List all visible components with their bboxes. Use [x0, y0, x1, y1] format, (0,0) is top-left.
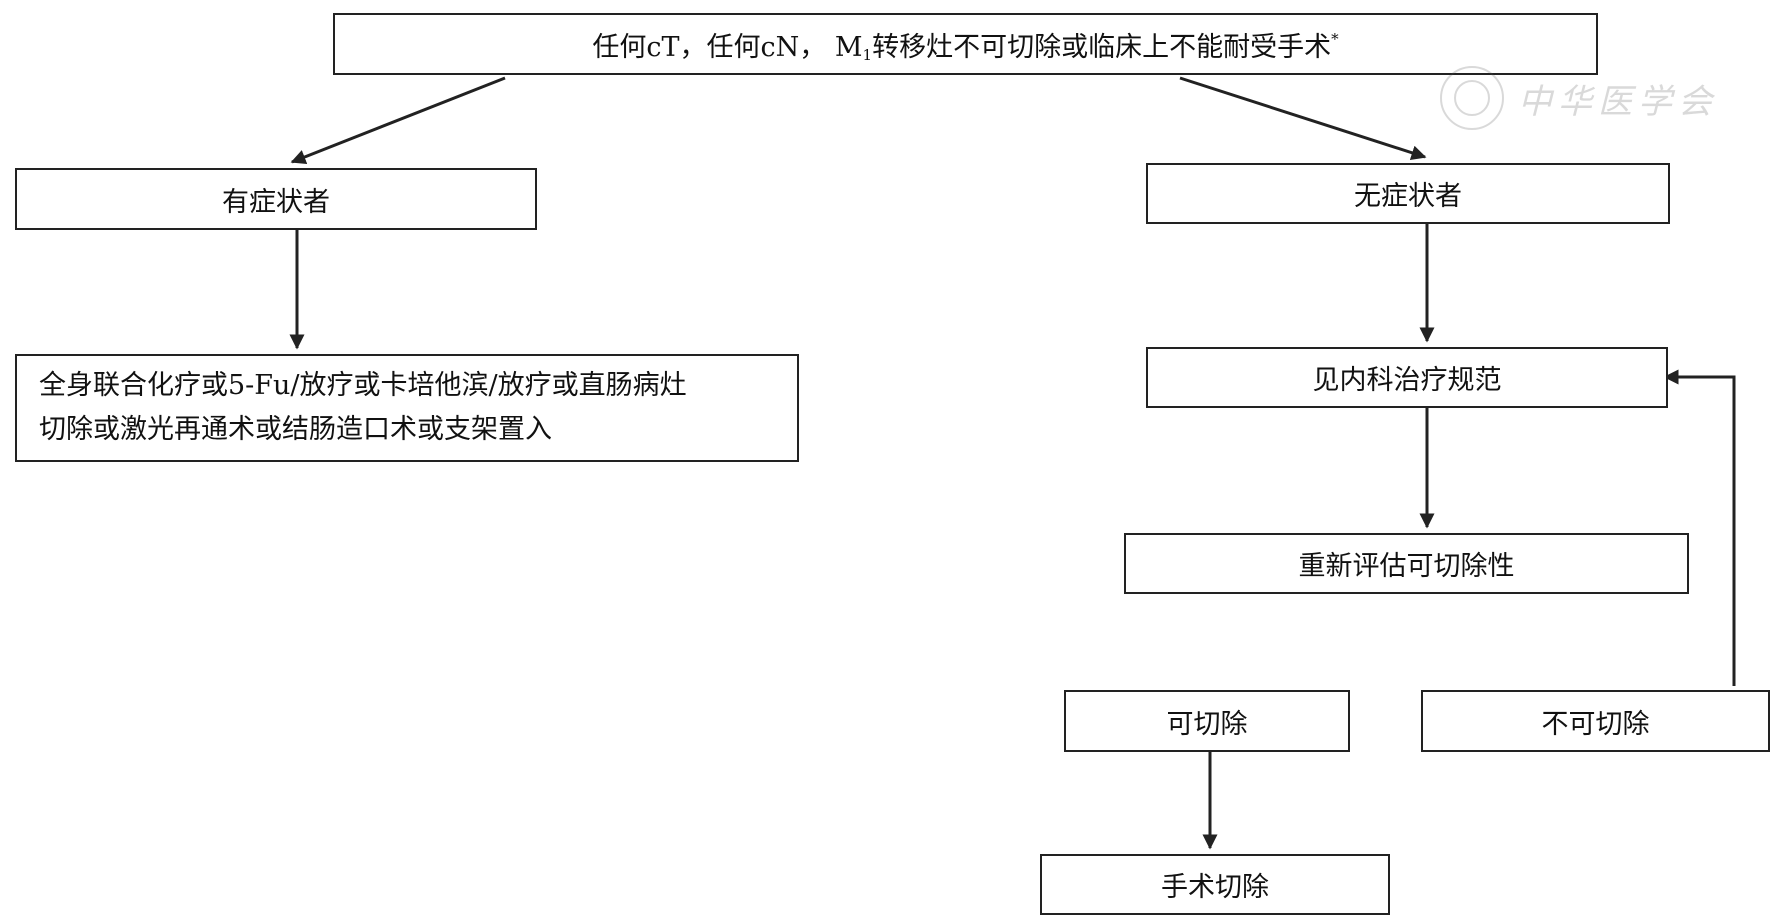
internal-medicine-label: 见内科治疗规范: [1312, 365, 1502, 396]
reassess-label: 重新评估可切除性: [1298, 551, 1515, 582]
symptomatic-treatment-box: 全身联合化疗或5-Fu/放疗或卡培他滨/放疗或直肠病灶 切除或激光再通术或结肠造…: [15, 354, 799, 462]
arrow-root-to-symptomatic: [290, 76, 506, 165]
unresectable-label: 不可切除: [1541, 708, 1650, 740]
internal-medicine-box: 见内科治疗规范: [1146, 347, 1668, 408]
arrow-unresectable-back-to-internal-medicine: [1663, 369, 1736, 686]
arrow-root-to-asymptomatic: [1179, 76, 1427, 160]
symptomatic-treatment-line2: 切除或激光再通术或结肠造口术或支架置入: [39, 414, 552, 445]
reassess-box: 重新评估可切除性: [1124, 533, 1689, 594]
surgery-label: 手术切除: [1161, 872, 1269, 903]
watermark-seal-icon: [1440, 66, 1504, 130]
resectable-box: 可切除: [1064, 690, 1350, 752]
symptomatic-treatment-line1: 全身联合化疗或5-Fu/放疗或卡培他滨/放疗或直肠病灶: [39, 370, 687, 401]
symptomatic-label: 有症状者: [222, 186, 330, 218]
unresectable-box: 不可切除: [1421, 690, 1770, 752]
symptomatic-treatment-text: 全身联合化疗或5-Fu/放疗或卡培他滨/放疗或直肠病灶 切除或激光再通术或结肠造…: [39, 364, 687, 452]
watermark-text: 中华医学会: [1518, 81, 1718, 122]
resectable-label: 可切除: [1166, 708, 1248, 740]
symptomatic-box: 有症状者: [15, 168, 537, 230]
asymptomatic-label: 无症状者: [1354, 181, 1462, 212]
watermark: 中华医学会: [1440, 58, 1740, 138]
root-condition-box: 任何cT，任何cN， M1转移灶不可切除或临床上不能耐受手术*: [333, 13, 1598, 75]
root-condition-text: 任何cT，任何cN， M1转移灶不可切除或临床上不能耐受手术*: [592, 29, 1339, 64]
surgery-box: 手术切除: [1040, 854, 1390, 915]
asymptomatic-box: 无症状者: [1146, 163, 1670, 224]
